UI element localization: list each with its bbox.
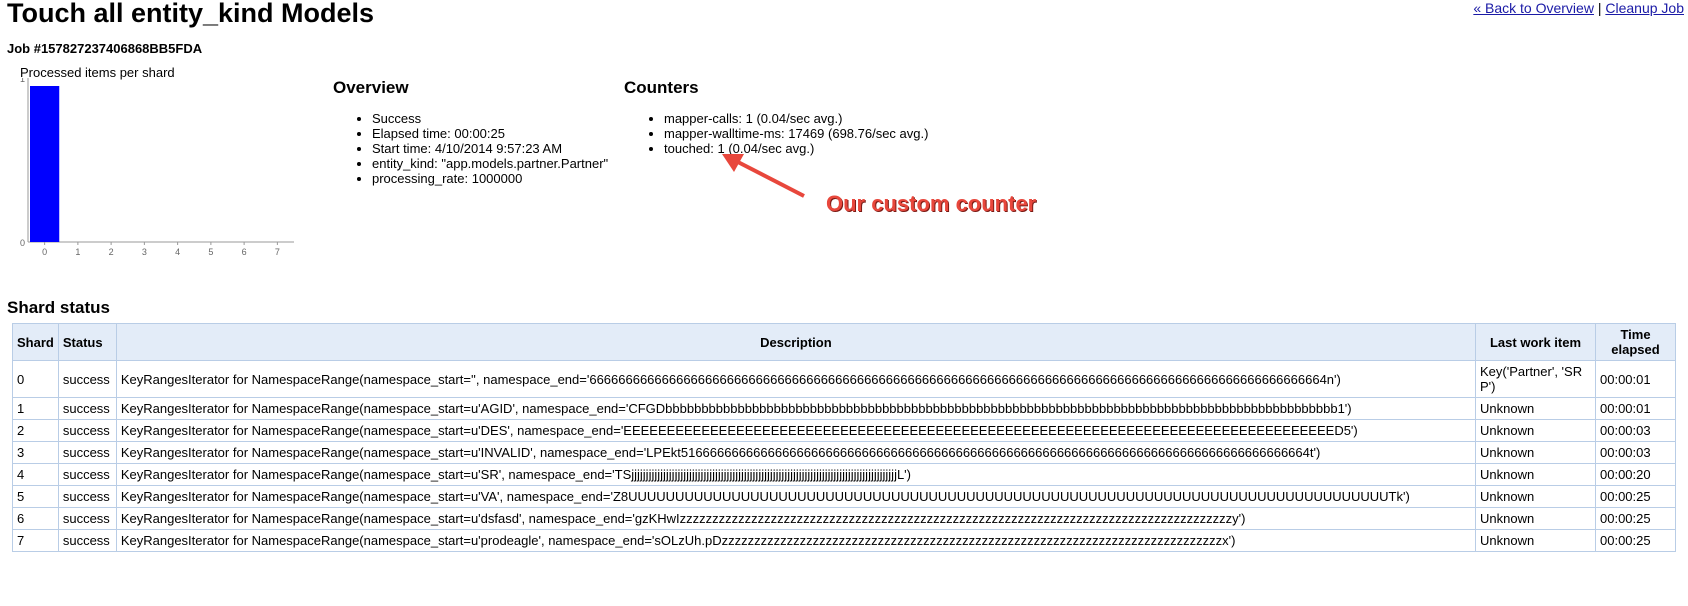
x-tick-label: 4 [175,247,180,257]
last-work-item-cell: Unknown [1475,397,1596,420]
shard-status-title: Shard status [7,298,110,317]
y-tick-label: 1 [20,78,25,84]
status-cell: success [57,507,117,530]
shard-id-cell: 6 [12,507,59,530]
shard-id-cell: 1 [12,397,59,420]
col-header-time-elapsed: Time elapsed [1595,323,1676,361]
time-elapsed-cell: 00:00:20 [1595,463,1676,486]
shard-status-table: Shard Status Description Last work item … [12,323,1676,552]
col-header-description: Description [115,323,1477,361]
counter-item: touched: 1 (0.04/sec avg.) [664,141,928,156]
x-tick-label: 6 [242,247,247,257]
status-cell: success [57,360,117,398]
time-elapsed-cell: 00:00:03 [1595,441,1676,464]
x-tick-label: 3 [142,247,147,257]
time-elapsed-cell: 00:00:25 [1595,485,1676,508]
last-work-item-cell: Unknown [1475,485,1596,508]
col-header-shard: Shard [12,323,59,361]
last-work-item-cell: Unknown [1475,441,1596,464]
custom-counter-annotation: Our custom counter [826,191,1037,216]
chart-title: Processed items per shard [20,65,175,80]
shard-id-cell: 5 [12,485,59,508]
last-work-item-cell: Key('Partner', 'SRP') [1475,360,1596,398]
time-elapsed-cell: 00:00:25 [1595,529,1676,552]
description-cell: KeyRangesIterator for NamespaceRange(nam… [115,360,1477,398]
description-cell: KeyRangesIterator for NamespaceRange(nam… [115,441,1477,464]
status-cell: success [57,441,117,464]
bar [30,86,60,242]
description-cell: KeyRangesIterator for NamespaceRange(nam… [115,529,1477,552]
shard-id-cell: 3 [12,441,59,464]
annotation-arrow-icon [722,154,805,198]
time-elapsed-cell: 00:00:01 [1595,360,1676,398]
x-tick-label: 7 [275,247,280,257]
description-cell: KeyRangesIterator for NamespaceRange(nam… [115,485,1477,508]
status-cell: success [57,529,117,552]
counters-list: mapper-calls: 1 (0.04/sec avg.)mapper-wa… [626,111,928,156]
status-cell: success [57,397,117,420]
overview-title: Overview [333,78,409,97]
shard-id-cell: 7 [12,529,59,552]
status-cell: success [57,485,117,508]
last-work-item-cell: Unknown [1475,507,1596,530]
x-tick-label: 2 [109,247,114,257]
col-header-last-work-item: Last work item [1475,323,1596,361]
counter-item: mapper-walltime-ms: 17469 (698.76/sec av… [664,126,928,141]
counter-item: mapper-calls: 1 (0.04/sec avg.) [664,111,928,126]
description-cell: KeyRangesIterator for NamespaceRange(nam… [115,507,1477,530]
time-elapsed-cell: 00:00:03 [1595,419,1676,442]
description-cell: KeyRangesIterator for NamespaceRange(nam… [115,397,1477,420]
back-to-overview-link[interactable]: « Back to Overview [1473,0,1594,16]
x-tick-label: 0 [42,247,47,257]
time-elapsed-cell: 00:00:25 [1595,507,1676,530]
description-cell: KeyRangesIterator for NamespaceRange(nam… [115,419,1477,442]
shard-id-cell: 4 [12,463,59,486]
shard-id-cell: 2 [12,419,59,442]
overview-item: Elapsed time: 00:00:25 [372,126,608,141]
last-work-item-cell: Unknown [1475,529,1596,552]
last-work-item-cell: Unknown [1475,463,1596,486]
table-header-row: Shard Status Description Last work item … [12,323,1676,361]
status-cell: success [57,419,117,442]
y-tick-label: 0 [20,238,25,248]
overview-item: Success [372,111,608,126]
overview-list: SuccessElapsed time: 00:00:25Start time:… [334,111,608,186]
x-tick-label: 5 [208,247,213,257]
overview-item: entity_kind: "app.models.partner.Partner… [372,156,608,171]
link-separator: | [1597,0,1602,16]
job-id: Job #157827237406868BB5FDA [7,41,203,56]
overview-item: processing_rate: 1000000 [372,171,608,186]
shard-id-cell: 0 [12,360,59,398]
top-links: « Back to Overview | Cleanup Job [1473,0,1684,16]
last-work-item-cell: Unknown [1475,419,1596,442]
description-cell: KeyRangesIterator for NamespaceRange(nam… [115,463,1477,486]
page-title: Touch all entity_kind Models [7,0,375,28]
x-tick-label: 1 [75,247,80,257]
time-elapsed-cell: 00:00:01 [1595,397,1676,420]
overview-item: Start time: 4/10/2014 9:57:23 AM [372,141,608,156]
processed-items-chart: 0 1 0 1 2 3 4 5 6 7 [20,78,294,257]
cleanup-job-link[interactable]: Cleanup Job [1605,0,1684,16]
status-cell: success [57,463,117,486]
counters-title: Counters [624,78,699,97]
col-header-status: Status [57,323,117,361]
